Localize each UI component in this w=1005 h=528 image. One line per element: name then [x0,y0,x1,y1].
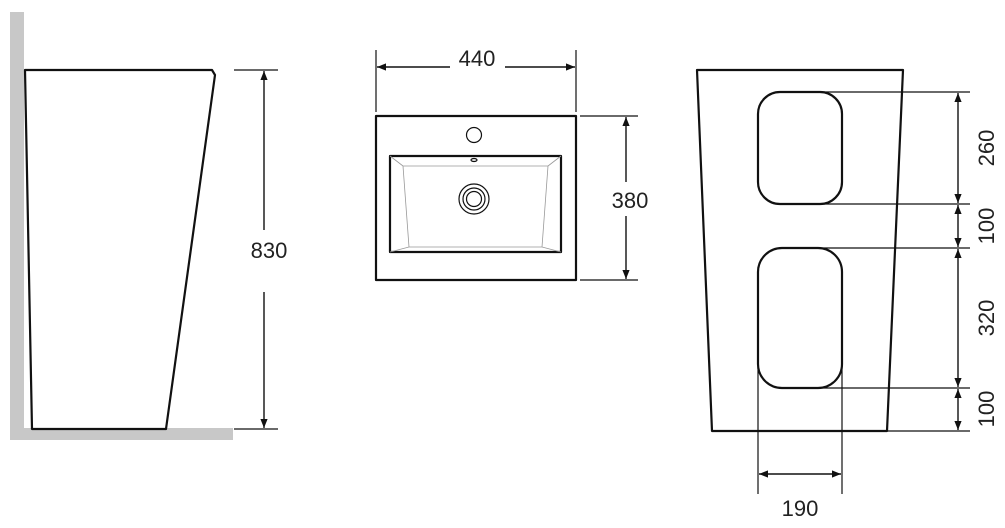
width-dimension-label: 440 [459,46,496,71]
bottom-offset-dimension-label: 100 [974,391,999,428]
tap-hole [465,126,483,144]
side-view: 830 [10,12,287,440]
drain-middle [462,187,486,211]
bowl-inner-corner [389,155,562,253]
basin-outer-outline [374,114,578,282]
opening-width-dimension-label: 190 [782,496,819,521]
upper-opening-dimension-label: 260 [974,130,999,167]
depth-dimension-label: 380 [612,188,649,213]
pedestal-back-outline [695,68,905,433]
top-view: 440 380 [374,46,649,282]
overflow-slot [470,157,478,163]
drain-inner [465,190,483,208]
back-view: 260 100 320 100 190 [695,68,999,521]
drain-outer [458,183,490,215]
wall [10,12,24,440]
floor [10,428,233,440]
gap-dimension-label: 100 [974,208,999,245]
upper-opening [756,90,844,206]
pedestal-side-outline [23,68,217,431]
height-dimension-label: 830 [251,238,288,263]
lower-opening [756,246,844,390]
bowl-outline [388,154,563,254]
lower-opening-dimension-label: 320 [974,300,999,337]
